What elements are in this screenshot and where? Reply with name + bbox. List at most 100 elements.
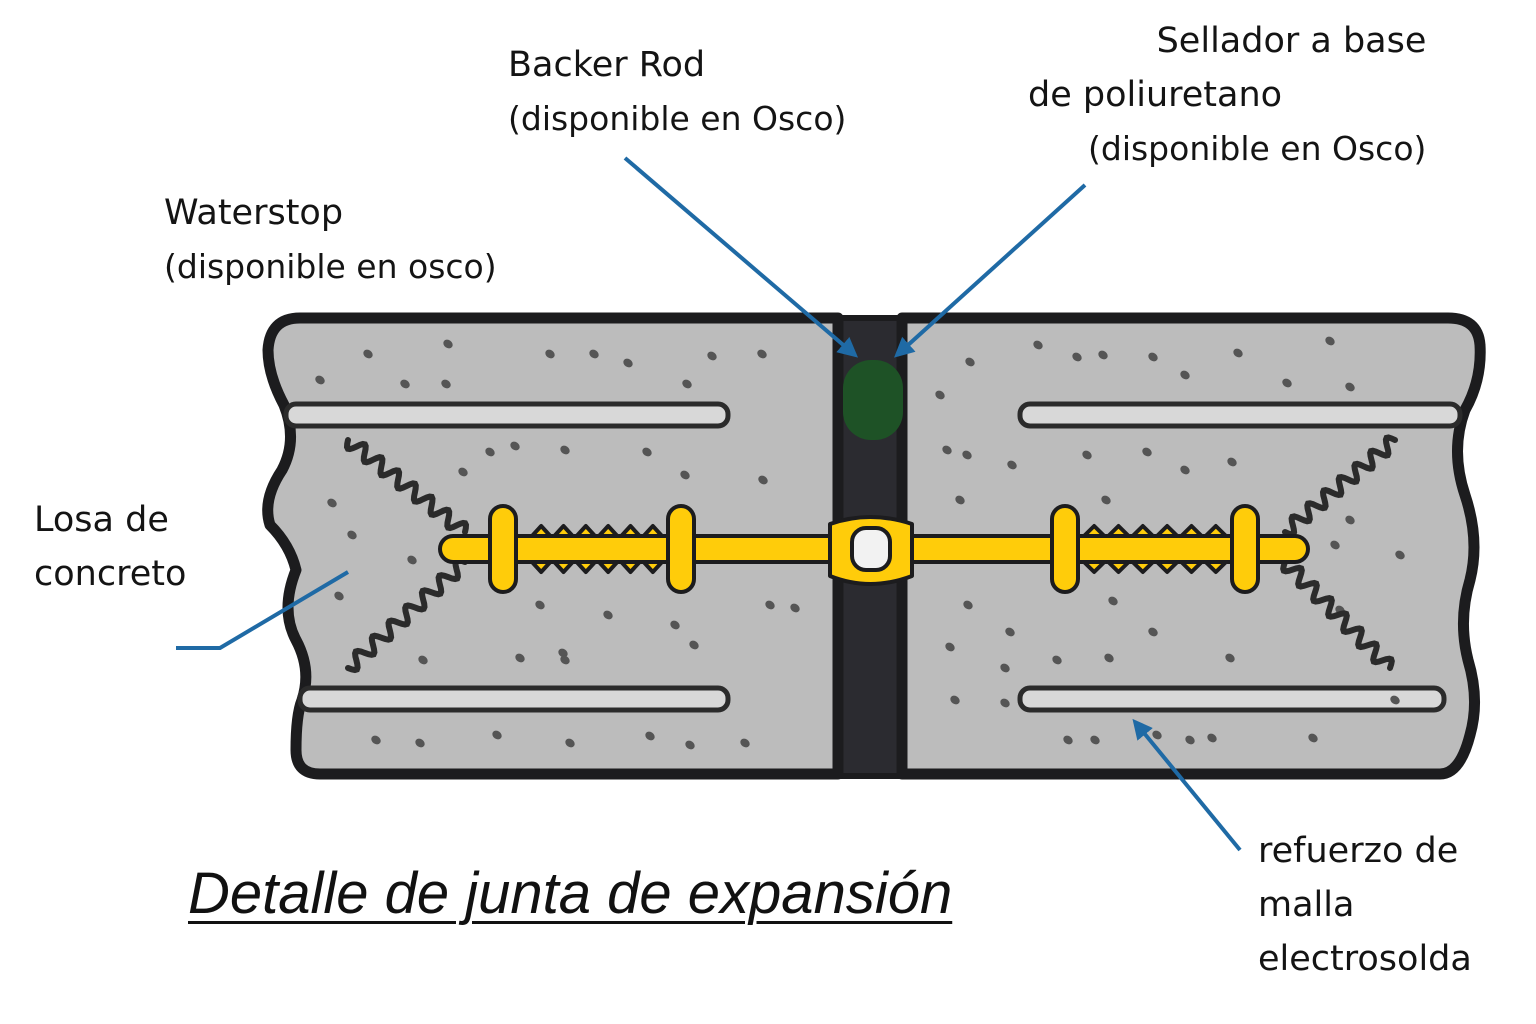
aggregate-dot — [707, 351, 717, 361]
waterstop-rib — [1155, 524, 1180, 538]
backer-rod — [843, 360, 903, 440]
aggregate-dot — [1282, 378, 1292, 388]
aggregate-dot — [1227, 457, 1237, 467]
aggregate-dot — [1033, 340, 1043, 350]
aggregate-dot — [758, 475, 768, 485]
aggregate-dot — [441, 379, 451, 389]
rebar-left-bottom — [297, 685, 731, 713]
waterstop-availability: (disponible en osco) — [164, 247, 497, 286]
aggregate-dot — [685, 740, 695, 750]
waterstop-center-hole — [850, 526, 892, 572]
waterstop-rib — [1082, 524, 1107, 538]
leader-refuerzo — [1132, 718, 1242, 852]
aggregate-dot — [1390, 695, 1400, 705]
aggregate-dot — [1148, 627, 1158, 637]
aggregate-dot — [400, 379, 410, 389]
waterstop-rib — [574, 560, 597, 574]
leader-sellador — [894, 183, 1087, 358]
aggregate-dot — [560, 655, 570, 665]
aggregate-dot — [963, 600, 973, 610]
aggregate-dot — [1233, 348, 1243, 358]
backer-rod-name: Backer Rod — [508, 45, 706, 85]
aggregate-dot — [535, 600, 545, 610]
aggregate-dot — [560, 445, 570, 455]
waterstop-rib — [597, 560, 620, 574]
aggregate-dot — [1007, 460, 1017, 470]
waterstop-bulb-left-outer — [488, 504, 518, 594]
waterstop-rib — [1130, 524, 1155, 538]
aggregate-dot — [315, 375, 325, 385]
aggregate-dot — [1152, 730, 1162, 740]
sellador-line2: de poliuretano — [1028, 75, 1283, 115]
refuerzo-line2: malla — [1258, 885, 1355, 925]
aggregate-dot — [682, 379, 692, 389]
aggregate-dot — [443, 339, 453, 349]
waterstop-rib — [530, 524, 553, 538]
label-losa: Losa de concreto — [34, 493, 186, 601]
label-refuerzo: refuerzo de malla electrosolda — [1258, 824, 1472, 986]
aggregate-dot — [363, 349, 373, 359]
diagram-title: Detalle de junta de expansión — [188, 861, 953, 926]
label-waterstop: Waterstop (disponible en osco) — [164, 186, 497, 294]
aggregate-dot — [1330, 540, 1340, 550]
waterstop-rib — [1179, 524, 1204, 538]
aggregate-dot — [955, 495, 965, 505]
aggregate-dots — [315, 336, 1405, 750]
aggregate-dot — [371, 735, 381, 745]
waterstop-rib — [641, 524, 664, 538]
aggregate-dot — [327, 498, 337, 508]
aggregate-dot — [347, 530, 357, 540]
label-sellador: Sellador a base de poliuretano (disponib… — [1028, 14, 1426, 176]
aggregate-dot — [1308, 733, 1318, 743]
waterstop-rib — [1130, 560, 1155, 574]
aggregate-dot — [415, 738, 425, 748]
anchor-wire-left-upper — [343, 437, 470, 535]
aggregate-dot — [1090, 735, 1100, 745]
aggregate-dot — [589, 349, 599, 359]
sellador-line1: Sellador a base — [1156, 21, 1427, 61]
aggregate-dot — [334, 591, 344, 601]
aggregate-dot — [740, 738, 750, 748]
waterstop-rib — [530, 560, 553, 574]
aggregate-dot — [418, 655, 428, 665]
aggregate-dot — [510, 441, 520, 451]
aggregate-dot — [1180, 465, 1190, 475]
aggregate-dot — [1180, 370, 1190, 380]
waterstop-rib — [1082, 560, 1107, 574]
aggregate-dot — [945, 642, 955, 652]
aggregate-dot — [642, 447, 652, 457]
waterstop-rib — [552, 524, 575, 538]
aggregate-dot — [935, 390, 945, 400]
waterstop-rib — [1106, 560, 1131, 574]
waterstop-rib — [619, 560, 642, 574]
waterstop-rib — [1203, 524, 1228, 538]
waterstop-rib — [552, 560, 575, 574]
waterstop-rib — [1155, 560, 1180, 574]
aggregate-dot — [965, 357, 975, 367]
aggregate-dot — [1000, 663, 1010, 673]
waterstop-rib — [619, 524, 642, 538]
aggregate-dot — [950, 695, 960, 705]
aggregate-dot — [1063, 735, 1073, 745]
aggregate-dot — [1185, 735, 1195, 745]
aggregate-dot — [1148, 352, 1158, 362]
aggregate-dot — [1142, 447, 1152, 457]
aggregate-dot — [1082, 450, 1092, 460]
aggregate-dot — [1395, 550, 1405, 560]
aggregate-dot — [1225, 653, 1235, 663]
waterstop-rib — [597, 524, 620, 538]
aggregate-dot — [790, 603, 800, 613]
waterstop-name: Waterstop — [164, 193, 344, 233]
aggregate-dot — [565, 738, 575, 748]
leader-backer-rod — [623, 156, 859, 358]
aggregate-dot — [603, 610, 613, 620]
aggregate-dot — [1104, 653, 1114, 663]
aggregate-dot — [458, 467, 468, 477]
aggregate-dot — [1345, 382, 1355, 392]
aggregate-dot — [515, 653, 525, 663]
anchor-wire-right-lower — [1280, 559, 1395, 671]
aggregate-dot — [623, 358, 633, 368]
waterstop-rib — [1106, 524, 1131, 538]
waterstop — [438, 504, 1310, 594]
